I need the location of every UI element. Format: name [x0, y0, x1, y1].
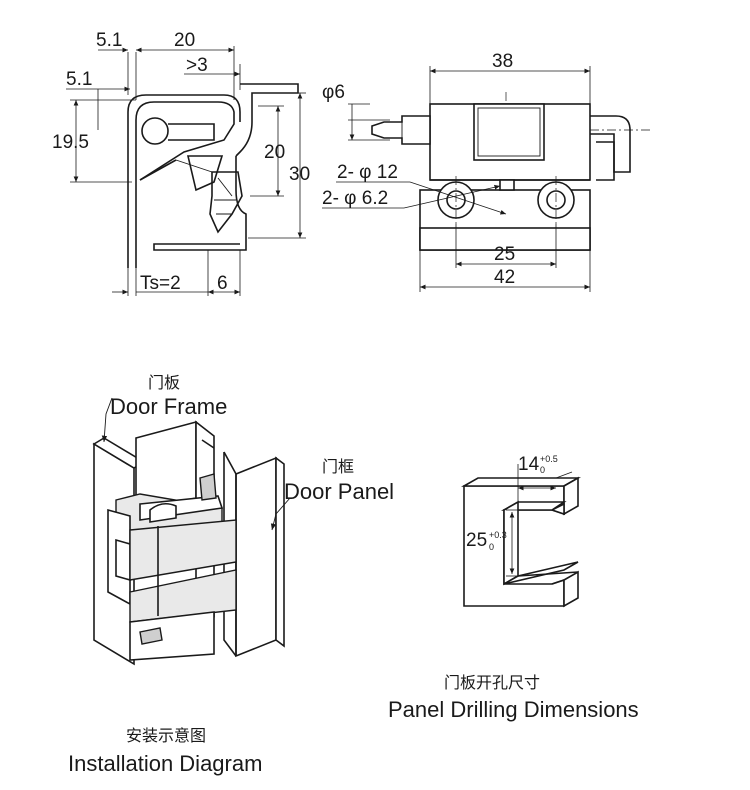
caption-installation-en: Installation Diagram — [68, 751, 262, 776]
front-hook — [590, 115, 631, 173]
dim-6-bottom: 6 — [217, 273, 228, 294]
dim-line — [555, 471, 573, 479]
label-door-panel-en: Door Panel — [284, 479, 394, 504]
front-pin — [371, 115, 431, 145]
caption-drilling-cn: 门板开孔尺寸 — [444, 674, 540, 692]
hinge-bottom-pin — [139, 627, 163, 645]
side-view-bracket — [135, 101, 235, 268]
side-view-bracket-inner — [127, 94, 241, 268]
hinge-side-slot — [115, 538, 131, 582]
dim-ts-2: Ts=2 — [140, 273, 181, 294]
dim-14-tol-lower: 0 — [540, 465, 545, 475]
pivot-housing — [168, 123, 215, 141]
leader-door-panel — [270, 497, 291, 531]
door-panel-edge — [223, 451, 237, 656]
dim-phi-6: φ6 — [322, 82, 345, 103]
dim-38: 38 — [492, 51, 513, 72]
leader-line — [409, 181, 507, 215]
latch-body — [209, 171, 243, 234]
front-base-lower — [419, 227, 591, 251]
dim-5-1-left: 5.1 — [66, 69, 92, 90]
dim-5-1-top: 5.1 — [96, 30, 122, 51]
dim-30-height: 30 — [289, 164, 310, 185]
hinge-lower-body — [129, 611, 215, 661]
caption-drilling-en: Panel Drilling Dimensions — [388, 697, 639, 722]
front-tab — [499, 179, 515, 191]
hinge-middle-band — [129, 519, 237, 581]
label-door-frame-en: Door Frame — [110, 394, 227, 419]
hinge-pin-top — [149, 502, 177, 523]
drilling-cutout-right-bottom — [563, 570, 579, 608]
caption-installation-cn: 安装示意图 — [126, 726, 206, 745]
front-slot-inner — [477, 107, 541, 157]
dim-25-tol-upper: +0.3 — [489, 530, 507, 540]
dim-14: 14 — [518, 454, 540, 475]
label-door-frame-cn: 门板 — [148, 374, 180, 392]
door-panel-side — [275, 456, 285, 648]
latch-detail — [214, 177, 236, 215]
latch-wedge — [186, 155, 224, 192]
side-view-spring-clip — [235, 83, 299, 157]
hinge-lower-band — [129, 569, 237, 623]
leader-door-frame — [101, 397, 113, 443]
drilling-notch — [549, 502, 565, 516]
side-view-link — [139, 159, 177, 181]
drilling-edge — [517, 571, 579, 585]
pivot-pin-circle — [141, 117, 169, 145]
dim-2-phi-12: 2- φ 12 — [337, 162, 398, 183]
dim-20-width: 20 — [174, 30, 195, 51]
side-view: 5.1 20 >3 5.1 19.5 20 30 Ts=2 — [52, 30, 310, 296]
side-view-link-2 — [175, 159, 213, 173]
panel-drilling-diagram: 14 +0.5 0 25 +0.3 0 门板开孔尺寸 Panel Drillin… — [388, 454, 639, 722]
dim-20-height: 20 — [264, 142, 285, 163]
dim-19-5: 19.5 — [52, 132, 89, 153]
front-view: 38 φ6 2- φ 12 2- φ 6.2 25 42 — [322, 51, 650, 292]
drilling-inner-bottom — [503, 561, 579, 585]
door-panel-edge-2 — [223, 452, 237, 657]
dim-14-tol-upper: +0.5 — [540, 454, 558, 464]
dim-gap-3: >3 — [186, 55, 208, 76]
door-edge-line — [201, 439, 215, 449]
leader-line — [403, 184, 501, 209]
dim-25: 25 — [494, 244, 515, 265]
installation-diagram: 门板 Door Frame 门框 Door Panel 安装示意图 Instal… — [68, 374, 394, 776]
dim-25-tol-lower: 0 — [489, 542, 494, 552]
dim-25-height: 25 — [466, 530, 487, 551]
drilling-cutout-top — [460, 477, 582, 487]
dim-42: 42 — [494, 267, 515, 288]
hinge-top-pin — [199, 473, 217, 501]
front-hook-lower — [596, 141, 615, 181]
dim-2-phi-6-2: 2- φ 6.2 — [322, 188, 388, 209]
door-panel — [235, 456, 277, 658]
label-door-panel-cn: 门框 — [322, 458, 354, 476]
front-slot — [473, 103, 545, 161]
side-view-lower-leaf — [153, 156, 247, 251]
drilling-inner-side — [503, 500, 519, 586]
